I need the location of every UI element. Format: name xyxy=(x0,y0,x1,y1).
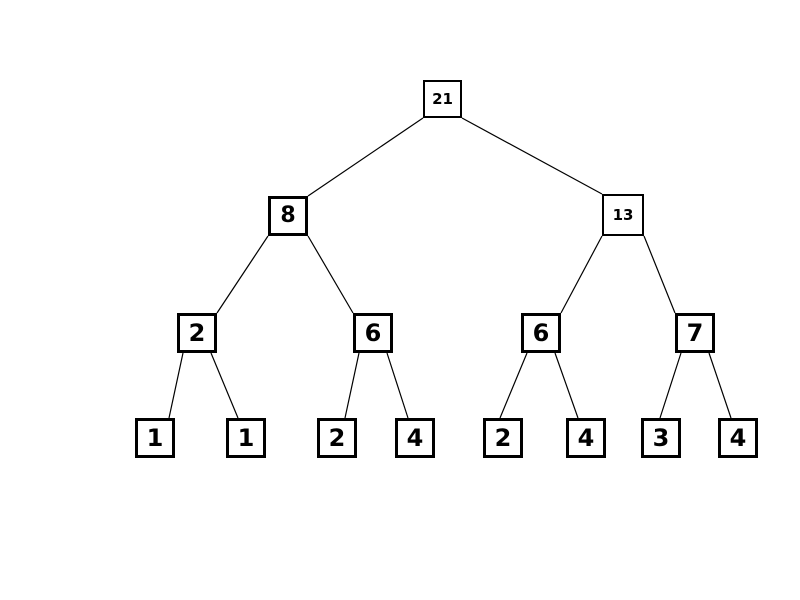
tree-node[interactable]: 1 xyxy=(135,418,175,458)
tree-node[interactable]: 3 xyxy=(641,418,681,458)
tree-node[interactable]: 4 xyxy=(395,418,435,458)
tree-node-label: 2 xyxy=(494,424,512,452)
tree-node[interactable]: 6 xyxy=(353,313,393,353)
tree-node-label: 13 xyxy=(612,205,634,224)
tree-node[interactable]: 7 xyxy=(675,313,715,353)
tree-node-label: 1 xyxy=(146,424,164,452)
tree-node-label: 1 xyxy=(237,424,255,452)
tree-node-label: 6 xyxy=(364,319,382,347)
tree-node-label: 2 xyxy=(188,319,206,347)
tree-node-label: 6 xyxy=(532,319,550,347)
tree-node-label: 4 xyxy=(577,424,595,452)
tree-node[interactable]: 21 xyxy=(423,80,462,118)
tree-node[interactable]: 6 xyxy=(521,313,561,353)
tree-node[interactable]: 4 xyxy=(718,418,758,458)
tree-node[interactable]: 1 xyxy=(226,418,266,458)
tree-node[interactable]: 2 xyxy=(483,418,523,458)
tree-node-label: 21 xyxy=(432,89,453,108)
tree-node[interactable]: 4 xyxy=(566,418,606,458)
tree-node[interactable]: 8 xyxy=(268,196,308,236)
tree-node-label: 3 xyxy=(652,424,670,452)
tree-node[interactable]: 2 xyxy=(317,418,357,458)
tree-node-label: 7 xyxy=(686,319,704,347)
tree-node-label: 4 xyxy=(406,424,424,452)
tree-node[interactable]: 13 xyxy=(602,194,644,236)
tree-node[interactable]: 2 xyxy=(177,313,217,353)
tree-node-label: 4 xyxy=(729,424,747,452)
tree-node-label: 8 xyxy=(280,203,296,228)
tree-node-label: 2 xyxy=(328,424,346,452)
